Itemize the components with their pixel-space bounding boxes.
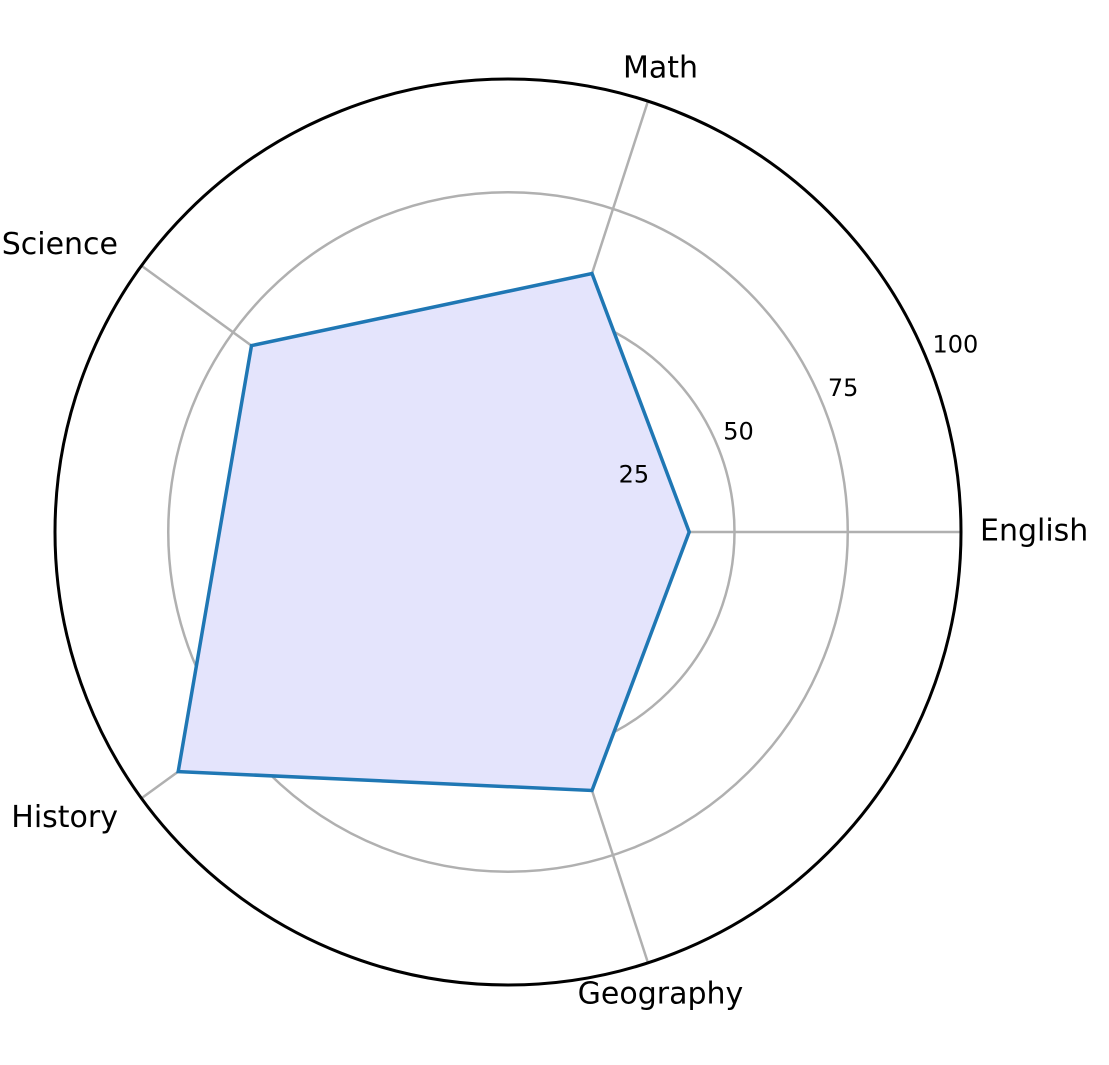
category-label-english: English bbox=[980, 514, 1088, 549]
r-tick-label-50: 50 bbox=[723, 417, 754, 445]
category-label-geography: Geography bbox=[578, 977, 744, 1012]
spine-layer bbox=[53, 77, 963, 987]
series-fill-0 bbox=[178, 273, 690, 791]
series-layer bbox=[176, 271, 692, 793]
outer-spine bbox=[53, 77, 963, 987]
tick-layer: 25 50 75 100 bbox=[619, 331, 979, 489]
category-label-history: History bbox=[11, 800, 118, 835]
r-tick-label-75: 75 bbox=[828, 374, 859, 402]
category-label-math: Math bbox=[623, 50, 698, 85]
category-label-science: Science bbox=[2, 227, 118, 262]
r-tick-label-25: 25 bbox=[619, 461, 650, 489]
r-tick-label-100: 100 bbox=[933, 331, 979, 359]
series-line-0 bbox=[176, 271, 692, 793]
